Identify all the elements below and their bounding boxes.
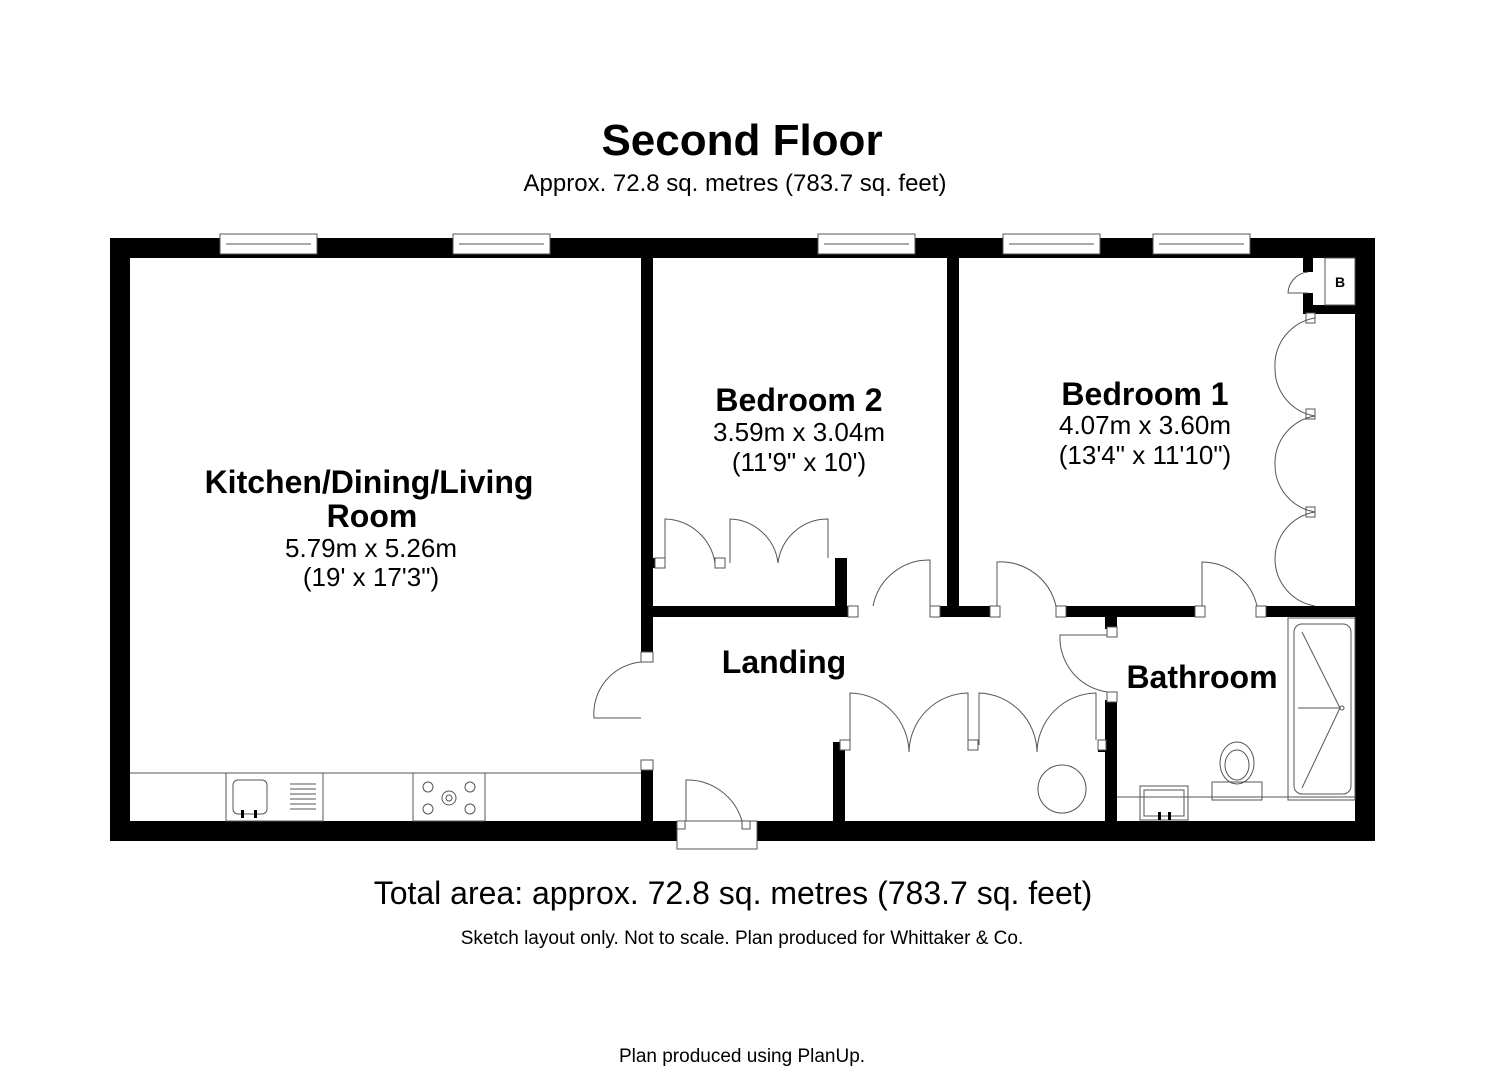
kitchen-sink-icon [225, 772, 324, 822]
total-area: Total area: approx. 72.8 sq. metres (783… [374, 875, 1093, 911]
bedroom2-door[interactable] [847, 559, 941, 618]
bedroom1-metric: 4.07m x 3.60m [1059, 410, 1231, 440]
bathroom-fixtures [1117, 617, 1356, 821]
basin-icon [1139, 785, 1189, 821]
bedroom1-wardrobe-doors[interactable] [1274, 312, 1316, 607]
floor-area: Approx. 72.8 sq. metres (783.7 sq. feet) [524, 170, 947, 197]
room-bedroom1: Bedroom 1 4.07m x 3.60m (13'4" x 11'10") [1059, 376, 1231, 470]
windows [219, 233, 1251, 255]
bath-icon [1287, 617, 1356, 801]
kitchen-metric: 5.79m x 5.26m [285, 533, 457, 563]
front-door[interactable] [676, 779, 758, 850]
bathroom-name: Bathroom [1126, 659, 1277, 695]
room-bedroom2: Bedroom 2 3.59m x 3.04m (11'9" x 10') [713, 382, 885, 477]
credit: Plan produced using PlanUp. [619, 1046, 865, 1067]
floor-title: Second Floor [601, 116, 882, 165]
bedroom1-bathroom-door[interactable] [1194, 561, 1267, 618]
disclaimer: Sketch layout only. Not to scale. Plan p… [461, 928, 1024, 949]
toilet-icon [1211, 741, 1263, 801]
walls [110, 238, 1375, 841]
bedroom1-name: Bedroom 1 [1061, 376, 1228, 412]
landing-name: Landing [722, 644, 846, 680]
bedroom1-door[interactable] [989, 561, 1067, 618]
bedroom2-metric: 3.59m x 3.04m [713, 417, 885, 447]
hob-icon [412, 772, 486, 822]
bedroom2-wardrobe-doors[interactable] [654, 518, 829, 569]
water-cylinder [1037, 764, 1087, 814]
boiler-label: B [1335, 274, 1345, 290]
kitchen-fixtures [130, 772, 641, 822]
boiler-cupboard-door[interactable]: B [1287, 257, 1356, 306]
kitchen-name-2: Room [327, 498, 418, 534]
doors: B [593, 257, 1356, 850]
bathroom-door[interactable] [1059, 626, 1118, 703]
kitchen-name: Kitchen/Dining/Living [205, 464, 534, 500]
kitchen-door[interactable] [593, 651, 654, 771]
kitchen-imperial: (19' x 17'3") [303, 562, 439, 592]
room-kitchen: Kitchen/Dining/Living Room 5.79m x 5.26m… [205, 464, 534, 592]
bedroom2-name: Bedroom 2 [715, 382, 882, 418]
bedroom2-imperial: (11'9" x 10') [732, 447, 866, 477]
landing-cupboard-doors[interactable] [839, 692, 1107, 814]
bedroom1-imperial: (13'4" x 11'10") [1059, 440, 1231, 470]
